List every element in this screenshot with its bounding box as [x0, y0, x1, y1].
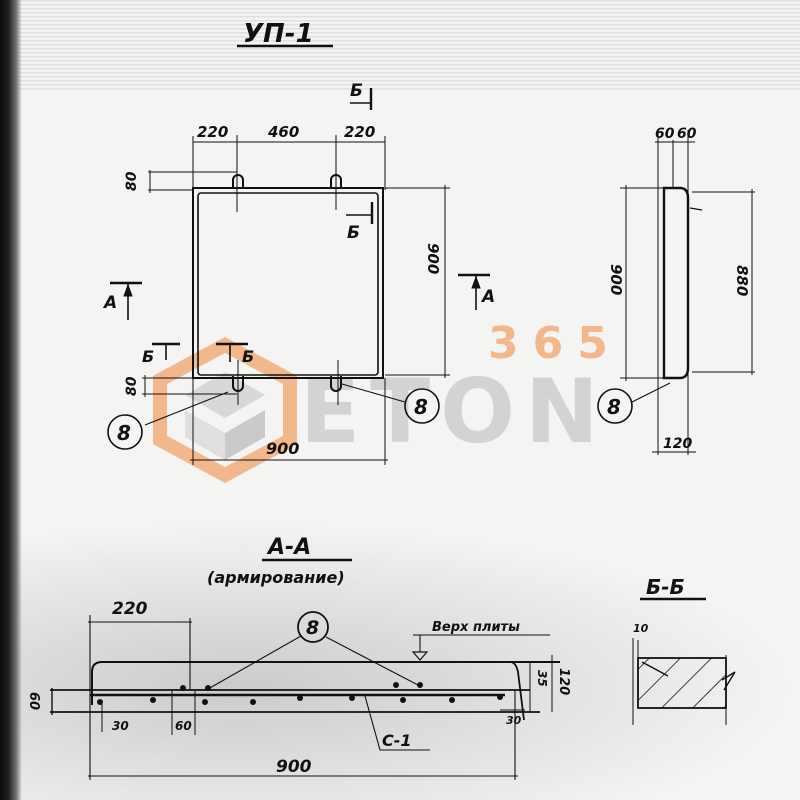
section-mark-b-bottom-inner: Б [242, 347, 254, 366]
dim-60-left: 60 [655, 126, 675, 142]
dim-30-aa-right: 30 [506, 714, 522, 727]
side-view [597, 130, 755, 455]
dim-80-bottom: 80 [124, 376, 140, 396]
section-bb [632, 597, 736, 725]
title-text: УП-1 [243, 19, 314, 49]
scan-noise-top [0, 0, 800, 90]
callout-8-right: 8 [414, 395, 428, 419]
side-view-labels: 60 60 900 880 120 8 [607, 126, 751, 452]
section-mark-b-top-inner: Б [347, 223, 360, 243]
dim-60-aa-bottom: 60 [175, 719, 192, 733]
top-of-slab-label: Верх плиты [432, 620, 520, 635]
watermark-number: 365 [488, 318, 622, 369]
watermark: 365 ETON [153, 318, 622, 483]
section-mark-b-top: Б [350, 81, 363, 101]
mesh-label-c1: С-1 [382, 731, 412, 750]
dim-900-side: 900 [607, 264, 625, 295]
plan-view-labels: 220 460 220 80 80 900 900 А А Б Б Б Б 8 … [102, 81, 495, 458]
scan-dark-edge [0, 0, 22, 800]
dim-35-aa: 35 [535, 670, 549, 687]
section-aa-subtitle: (армирование) [207, 568, 345, 587]
plan-view [107, 88, 490, 465]
section-mark-a-right: А [480, 287, 495, 307]
section-aa-labels: А-А (армирование) 220 30 60 60 35 120 30… [26, 535, 571, 777]
section-mark-b-bottom-left: Б [142, 347, 154, 366]
dim-900-aa: 900 [276, 757, 312, 777]
section-aa-bars [97, 682, 503, 705]
dim-900-right: 900 [424, 243, 442, 274]
section-bb-labels: Б-Б 10 [633, 575, 685, 635]
dim-460: 460 [267, 123, 299, 141]
dim-880-side: 880 [733, 265, 751, 296]
dim-120-aa: 120 [556, 668, 571, 695]
section-mark-a-left: А [102, 293, 117, 313]
dim-60-aa-left: 60 [26, 692, 41, 710]
dim-220-aa: 220 [112, 599, 148, 619]
dim-60-right: 60 [677, 126, 697, 142]
dim-80-top: 80 [124, 171, 140, 191]
dim-900-bottom: 900 [266, 439, 299, 458]
dim-120-side: 120 [663, 436, 692, 452]
dim-220-right: 220 [344, 123, 375, 141]
callout-8-aa: 8 [306, 617, 319, 639]
callout-8-side: 8 [607, 395, 621, 419]
section-bb-title: Б-Б [646, 575, 685, 599]
section-aa-title: А-А [266, 535, 311, 560]
callout-8-left: 8 [117, 421, 131, 445]
dim-10-bb: 10 [633, 622, 649, 635]
section-aa [50, 558, 560, 780]
drawing-title: УП-1 [237, 19, 333, 49]
dim-30-aa: 30 [112, 719, 129, 733]
dim-220-left: 220 [197, 123, 228, 141]
